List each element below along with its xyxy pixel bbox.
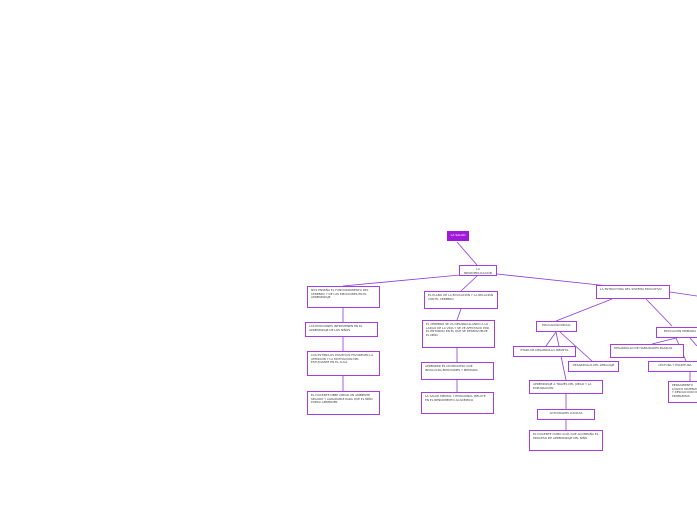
node-label: EL DOCENTE DEBE CREAR UN AMBIENTE SEGURO… [311, 393, 373, 404]
node-desarrollo-cerebro[interactable]: EL CEREBRO SE VA DESARROLLANDO A LO LARG… [422, 320, 495, 348]
node-label: LOS ESTÍMULOS POSITIVOS FAVORECEN LA ATE… [311, 353, 374, 364]
node-label: EL DOCENTE COMO GUÍA QUE ACOMPAÑA EL PRO… [533, 432, 599, 440]
node-label: LAS EMOCIONES INTERVIENEN EN EL APRENDIZ… [309, 324, 363, 332]
node-neuroeducacion[interactable]: LA NEUROEDUCACIÓN [459, 265, 497, 276]
node-label: PENSAMIENTO LÓGICO MATEMÁTICO Y RESOLUCI… [672, 383, 697, 398]
node-estructura-sistema[interactable]: LA ESTRUCTURA DEL SISTEMA EDUCATIVO [596, 285, 670, 299]
root-node[interactable]: LA SALUD [447, 231, 469, 241]
node-label: LECTURA Y ESCRITURA [658, 363, 692, 367]
node-label: APRENDIZAJE A TRAVÉS DEL JUEGO Y LA EXPL… [533, 382, 592, 390]
connector [342, 274, 461, 287]
node-plano-educacion[interactable]: EL PLANO DE LA EDUCACIÓN Y LA RELACIÓN C… [424, 291, 498, 309]
node-emociones-aprendizaje[interactable]: LAS EMOCIONES INTERVIENEN EN EL APRENDIZ… [305, 322, 378, 337]
connector [456, 241, 478, 266]
node-habilidades-basicas[interactable]: DESARROLLO DE HABILIDADES BÁSICAS [610, 344, 684, 358]
node-pensamiento-logico[interactable]: PENSAMIENTO LÓGICO MATEMÁTICO Y RESOLUCI… [668, 381, 697, 403]
connector [456, 308, 462, 321]
node-label: ETAPA DE DESARROLLO INFANTIL [520, 348, 569, 352]
node-label: LA ESTRUCTURA DEL SISTEMA EDUCATIVO [600, 287, 662, 291]
root-label: LA SALUD [450, 233, 466, 237]
node-label: EDUCACIÓN INICIAL [542, 323, 571, 327]
node-label: LA SALUD MENTAL Y EMOCIONAL INFLUYE EN E… [425, 394, 486, 402]
node-proceso-emociones[interactable]: APRENDER ES UN PROCESO QUE INVOLUCRA EMO… [421, 362, 494, 380]
node-docente-guia[interactable]: EL DOCENTE COMO GUÍA QUE ACOMPAÑA EL PRO… [529, 430, 603, 451]
node-label: EL CEREBRO SE VA DESARROLLANDO A LO LARG… [426, 322, 489, 337]
node-actividades-ludicas[interactable]: ACTIVIDADES LÚDICAS [537, 409, 595, 420]
node-label: DESARROLLO DE HABILIDADES BÁSICAS [614, 346, 673, 350]
node-etapa-desarrollo[interactable]: ETAPA DE DESARROLLO INFANTIL [513, 346, 576, 357]
node-funcionamiento-cerebro[interactable]: NOS ENSEÑA EL FUNCIONAMIENTO DEL CEREBRO… [307, 286, 380, 308]
node-educacion-inicial[interactable]: EDUCACIÓN INICIAL [536, 321, 577, 332]
connector [689, 337, 697, 347]
node-label: DESARROLLO DEL LENGUAJE [572, 363, 615, 367]
node-ambiente-seguro[interactable]: EL DOCENTE DEBE CREAR UN AMBIENTE SEGURO… [307, 391, 380, 415]
node-estimulos-positivos[interactable]: LOS ESTÍMULOS POSITIVOS FAVORECEN LA ATE… [307, 351, 380, 376]
node-label: APRENDER ES UN PROCESO QUE INVOLUCRA EMO… [425, 364, 478, 372]
node-desarrollo-lenguaje[interactable]: DESARROLLO DEL LENGUAJE [568, 361, 619, 372]
node-label: LA NEUROEDUCACIÓN [464, 267, 492, 275]
connector [559, 331, 593, 362]
connector [545, 331, 557, 347]
node-label: ACTIVIDADES LÚDICAS [549, 411, 583, 415]
node-educacion-primaria[interactable]: EDUCACIÓN PRIMARIA [656, 327, 697, 338]
node-label: NOS ENSEÑA EL FUNCIONAMIENTO DEL CEREBRO… [311, 288, 369, 299]
connector [555, 298, 613, 322]
connector [460, 275, 478, 292]
node-label: EL PLANO DE LA EDUCACIÓN Y LA RELACIÓN C… [428, 293, 493, 301]
connector [496, 273, 619, 288]
node-salud-mental[interactable]: LA SALUD MENTAL Y EMOCIONAL INFLUYE EN E… [421, 392, 494, 414]
node-juego-exploracion[interactable]: APRENDIZAJE A TRAVÉS DEL JUEGO Y LA EXPL… [529, 380, 603, 394]
node-lectura-escritura[interactable]: LECTURA Y ESCRITURA [648, 361, 697, 372]
node-label: EDUCACIÓN PRIMARIA [663, 329, 697, 333]
connector [651, 337, 677, 345]
connector [669, 291, 697, 297]
connector [645, 298, 673, 327]
